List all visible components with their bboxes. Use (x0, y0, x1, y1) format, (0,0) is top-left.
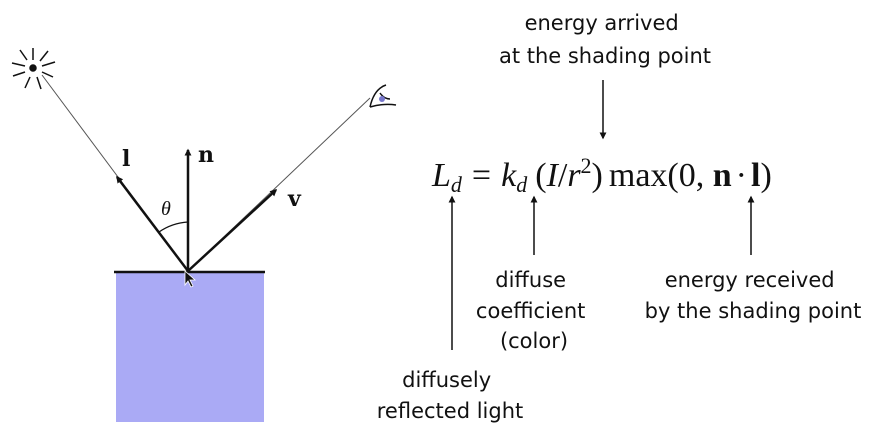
light-vector-label: l (122, 146, 130, 172)
eq-lhs-sub: d (451, 172, 463, 197)
eq-coef: k (501, 157, 517, 194)
annotation-reflected-light: diffusely reflected light (377, 368, 524, 423)
diffuse-shading-equation: Ld=kd(I/r2)max(0, n·l) (431, 153, 772, 197)
eq-power: 2 (581, 153, 592, 178)
sun-icon (11, 48, 56, 90)
annotation-energy-received: energy received by the shading point (645, 268, 862, 323)
eq-end: ) (760, 157, 771, 194)
normal-vector-label: n (198, 142, 214, 168)
eq-lhs: L (431, 157, 451, 194)
eq-equals: = (472, 157, 491, 194)
eq-max: max(0, (609, 157, 713, 194)
cursor-pointer-icon (184, 270, 197, 288)
view-vector-label: v (287, 186, 302, 212)
surface-block (116, 272, 264, 422)
eye-icon (369, 84, 397, 108)
eq-distance: r (567, 157, 581, 194)
eq-intensity: I (546, 157, 560, 194)
reflected-light-line-1: diffusely (402, 368, 491, 392)
energy-arrived-line-1: energy arrived (525, 11, 679, 35)
eq-slash: / (558, 157, 568, 194)
eq-normal: n (713, 157, 732, 194)
energy-arrived-line-2: at the shading point (499, 44, 711, 68)
diffuse-coefficient-line-1: diffuse (495, 268, 566, 292)
annotation-energy-arrived: energy arrived at the shading point (499, 11, 711, 68)
eq-coef-sub: d (516, 172, 528, 197)
view-vector-arrow (187, 189, 278, 272)
energy-received-line-2: by the shading point (645, 299, 862, 323)
reflected-light-line-2: reflected light (377, 399, 524, 423)
eq-light: l (751, 157, 760, 194)
diffuse-coefficient-line-3: (color) (500, 329, 568, 353)
eq-close-paren: ) (592, 157, 603, 194)
theta-label: θ (161, 198, 171, 220)
annotation-diffuse-coefficient: diffuse coefficient (color) (476, 268, 592, 353)
diffuse-coefficient-line-2: coefficient (476, 299, 585, 323)
light-vector-arrow (116, 175, 189, 272)
theta-angle-arc (158, 221, 189, 233)
eq-open-paren: ( (535, 157, 546, 194)
energy-received-line-1: energy received (665, 268, 835, 292)
eq-dot: · (736, 157, 747, 194)
